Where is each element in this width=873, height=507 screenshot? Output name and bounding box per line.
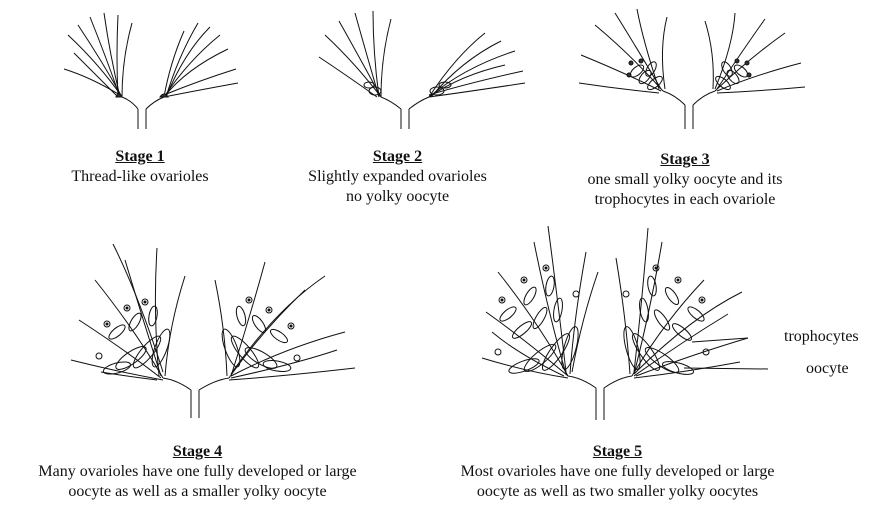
stage-5-caption: Stage 5 Most ovarioles have one fully de… bbox=[430, 442, 805, 502]
stage-2-diagram bbox=[305, 5, 530, 130]
stage-2-title: Stage 2 bbox=[285, 147, 510, 167]
stage-5-ovary-drawing bbox=[478, 222, 768, 422]
oocyte-label: oocyte bbox=[806, 360, 849, 378]
stage-2-ovary-drawing bbox=[305, 5, 530, 130]
stage-2-caption: Stage 2 Slightly expanded ovarioles no y… bbox=[285, 147, 510, 207]
stage-4-caption: Stage 4 Many ovarioles have one fully de… bbox=[10, 442, 385, 502]
stage-3-description-line-2: trophocytes in each ovariole bbox=[565, 190, 805, 210]
stage-3-description-line-1: one small yolky oocyte and its bbox=[565, 170, 805, 190]
stage-4-title: Stage 4 bbox=[10, 442, 385, 462]
stage-3-ovary-drawing bbox=[575, 5, 810, 130]
stage-4-ovary-drawing bbox=[65, 240, 365, 420]
stage-5-description-line-2: oocyte as well as two smaller yolky oocy… bbox=[430, 482, 805, 502]
stage-3-caption: Stage 3 one small yolky oocyte and its t… bbox=[565, 150, 805, 210]
stage-2-description-line-1: Slightly expanded ovarioles bbox=[285, 167, 510, 187]
stage-2-description-line-2: no yolky oocyte bbox=[285, 187, 510, 207]
stage-1-caption: Stage 1 Thread-like ovarioles bbox=[40, 147, 240, 187]
stage-4-description-line-1: Many ovarioles have one fully developed … bbox=[10, 462, 385, 482]
stage-1-title: Stage 1 bbox=[40, 147, 240, 167]
stage-5-title: Stage 5 bbox=[430, 442, 805, 462]
stage-3-title: Stage 3 bbox=[565, 150, 805, 170]
trophocytes-label: trophocytes bbox=[784, 328, 859, 346]
stage-5-diagram bbox=[478, 222, 768, 422]
stage-4-diagram bbox=[65, 240, 365, 420]
oocyte-leader-line bbox=[684, 368, 768, 369]
stage-1-description-line-1: Thread-like ovarioles bbox=[40, 167, 240, 187]
stage-1-ovary-drawing bbox=[60, 5, 245, 130]
stage-3-diagram bbox=[575, 5, 810, 130]
stage-1-diagram bbox=[60, 5, 245, 130]
stage-5-description-line-1: Most ovarioles have one fully developed … bbox=[430, 462, 805, 482]
stage-4-description-line-2: oocyte as well as a smaller yolky oocyte bbox=[10, 482, 385, 502]
